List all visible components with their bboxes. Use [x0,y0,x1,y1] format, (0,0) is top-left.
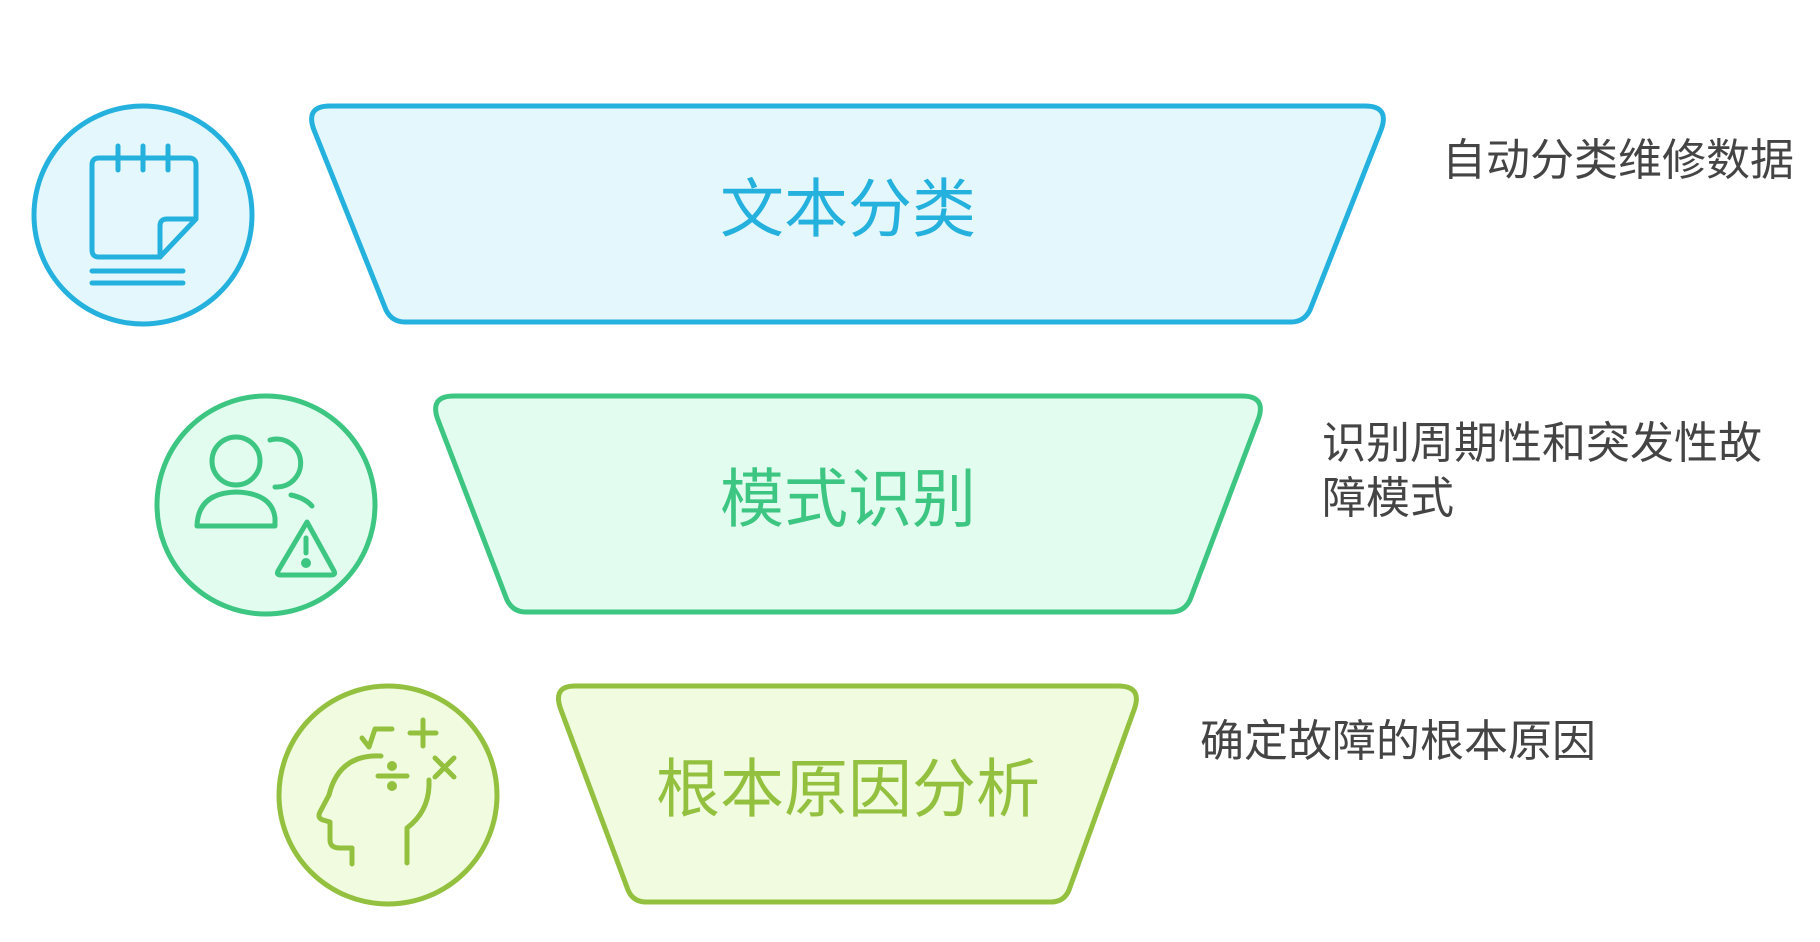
funnel-stage-2: 模式识别 识别周期性和突发性故 障模式 [154,393,1776,617]
stage-3-label: 根本原因分析 [656,754,1040,828]
stage-1-label: 文本分类 [720,174,976,248]
stage-3-description-line-1: 确定故障的根本原因 [1200,716,1596,767]
stage-3-funnel-segment [556,683,1139,905]
stage-2-label: 模式识别 [720,464,976,538]
stage-1-funnel-segment [309,103,1386,325]
stage-1-description: 自动分类维修数据 [1442,135,1794,186]
funnel-stage-3: 根本原因分析 确定故障的根本原因 [276,683,1596,907]
head-math-icon [316,717,457,867]
stage-3-description: 确定故障的根本原因 [1200,716,1596,767]
stage-2-description-line-1: 识别周期性和突发性故 [1322,418,1762,469]
stage-2-funnel-segment [433,393,1263,615]
funnel-stage-1: 文本分类 自动分类维修数据 [31,103,1794,327]
notepad-icon [89,143,199,286]
stage-2-description-line-2: 障模式 [1322,473,1454,524]
people-warning-icon [194,434,338,578]
stage-1-description-line-1: 自动分类维修数据 [1442,135,1794,186]
stage-2-icon-circle [154,393,378,617]
stage-2-description: 识别周期性和突发性故 障模式 [1322,418,1776,524]
stage-1-icon-circle [31,103,255,327]
stage-3-icon-circle [276,683,500,907]
